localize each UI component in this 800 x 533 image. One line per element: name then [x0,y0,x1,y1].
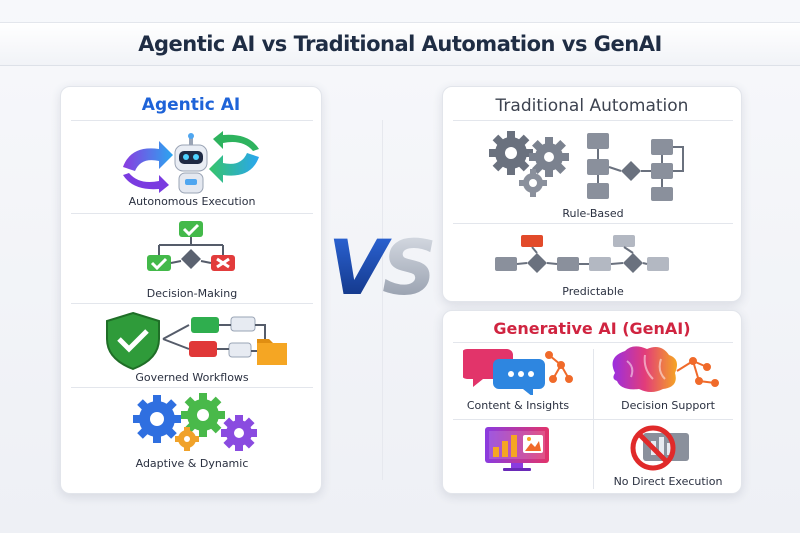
traditional-title: Traditional Automation [495,96,689,116]
brain-icon [612,346,719,392]
item-label: Adaptive & Dynamic [135,457,249,470]
gears-flowchart-icon [489,131,684,201]
genai-title: Generative AI (GenAI) [493,319,691,338]
item-label: Autonomous Execution [128,195,256,208]
divider [453,223,733,224]
item-label: Decision Support [621,399,715,412]
page-title: Agentic AI vs Traditional Automation vs … [138,32,662,56]
no-execution-icon [630,425,689,471]
item-label: Governed Workflows [135,371,249,384]
item-label: Content & Insights [466,399,570,412]
divider [453,342,733,343]
divider [71,303,313,304]
chat-bubbles-icon [463,349,573,395]
agentic-ai-card: Agentic AI Autonomous Execution Decision… [60,86,322,494]
divider [71,213,313,214]
vs-letter-v: V [328,223,392,312]
traditional-automation-card: Traditional Automation [442,86,742,302]
divider [453,419,733,420]
divider [71,120,313,121]
shield-workflow-icon [106,311,287,371]
linear-flow-icon [495,235,669,273]
generative-ai-card: Generative AI (GenAI) Content & Insights… [442,310,742,494]
item-label: Rule-Based [562,207,624,220]
divider [453,120,733,121]
agentic-ai-title: Agentic AI [141,95,241,115]
vs-letter-s: S [382,223,437,312]
item-label: No Direct Execution [613,475,723,488]
item-label: Decision-Making [146,287,238,300]
vs-graphic: V S [328,223,437,312]
divider [71,387,313,388]
monitor-chart-icon [485,427,549,471]
title-banner: Agentic AI vs Traditional Automation vs … [0,22,800,66]
robot-cycle-icon [123,131,259,194]
item-label: Predictable [562,285,624,298]
gears-icon [133,393,257,451]
decision-tree-icon [147,221,235,271]
center-divider [382,120,383,480]
